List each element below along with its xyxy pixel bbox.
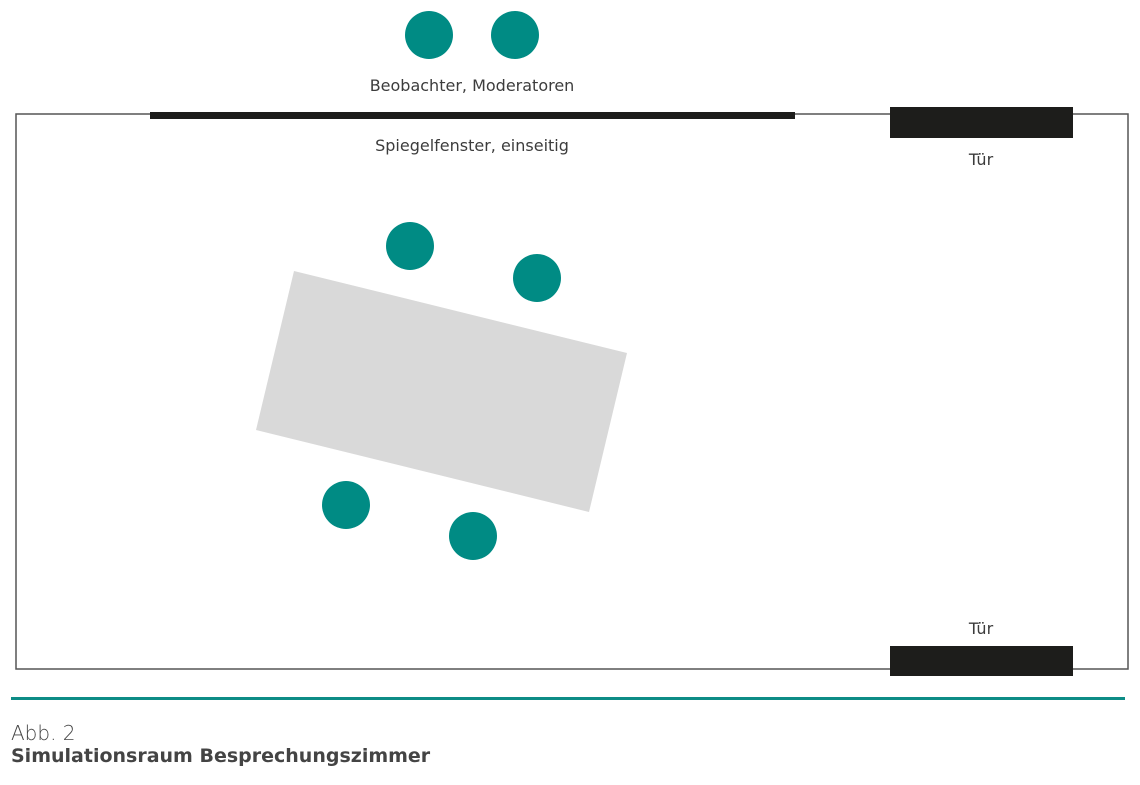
mirror-window	[150, 112, 795, 119]
participant-person-2	[513, 254, 561, 302]
door-top-label: Tür	[968, 150, 994, 169]
participant-person-1	[386, 222, 434, 270]
participant-person-4	[449, 512, 497, 560]
door-top	[890, 107, 1073, 138]
meeting-table	[256, 271, 627, 512]
figure-number: Abb. 2	[11, 721, 76, 745]
door-bottom-label: Tür	[968, 619, 994, 638]
observers-label: Beobachter, Moderatoren	[370, 76, 575, 95]
figure-title: Simulationsraum Besprechungszimmer	[11, 745, 431, 767]
observer-person-2	[491, 11, 539, 59]
participant-person-3	[322, 481, 370, 529]
caption-divider	[11, 697, 1125, 700]
mirror-window-label: Spiegelfenster, einseitig	[375, 136, 569, 155]
observer-person-1	[405, 11, 453, 59]
door-bottom	[890, 646, 1073, 676]
